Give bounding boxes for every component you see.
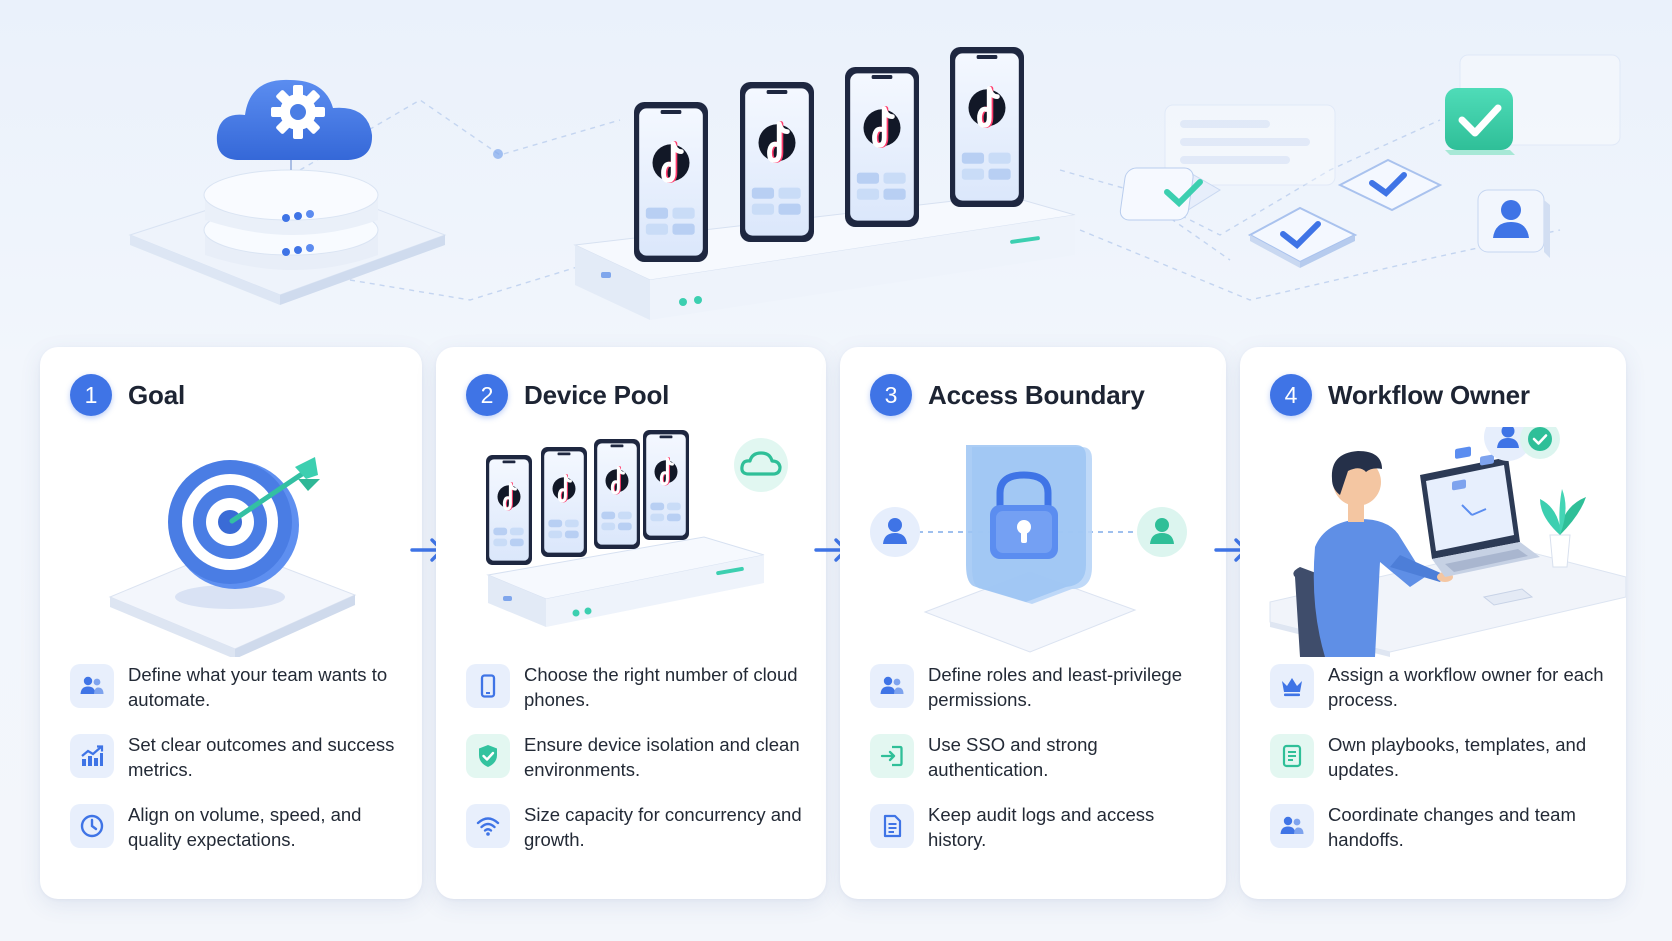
- hero-scene: [128, 47, 1621, 320]
- smartphone-icon: [466, 664, 510, 708]
- list-item-text: Assign a workflow owner for each process…: [1328, 664, 1604, 710]
- step-number-badge: 2: [466, 374, 508, 416]
- phone-icon: [643, 430, 689, 540]
- list-item-text: Define what your team wants to automate.: [128, 664, 388, 710]
- crown-icon: [1270, 664, 1314, 708]
- clock-icon: [70, 804, 114, 848]
- list-item: Define what your team wants to automate.: [70, 662, 406, 722]
- device-pool-illustration: [436, 427, 826, 657]
- goal-card-title: Goal: [128, 379, 185, 410]
- step-number-badge: 4: [1270, 374, 1312, 416]
- step-number-badge: 1: [70, 374, 112, 416]
- target-icon: [108, 457, 357, 657]
- cloud-badge-icon: [734, 438, 788, 492]
- list-item-text: Coordinate changes and team handoffs.: [1328, 804, 1576, 850]
- users-icon: [870, 664, 914, 708]
- list-item: Ensure device isolation and clean enviro…: [466, 732, 810, 792]
- workflow-owner-illustration: [1240, 427, 1626, 657]
- goal-illustration: [40, 427, 422, 657]
- list-item-text: Use SSO and strong authentication.: [928, 734, 1098, 780]
- phone-icon: [594, 439, 640, 549]
- shield-check-icon: [466, 734, 510, 778]
- device-pool-card-title: Device Pool: [524, 379, 670, 410]
- device-pool-card: 2 Device Pool: [436, 347, 826, 899]
- wifi-icon: [466, 804, 510, 848]
- list-item-text: Align on volume, speed, and quality expe…: [128, 804, 362, 850]
- access-boundary-card-header: 3 Access Boundary: [870, 373, 1145, 417]
- list-item: Keep audit logs and access history.: [870, 802, 1210, 862]
- list-item-text: Define roles and least-privilege permiss…: [928, 664, 1182, 710]
- user-avatar-icon: [1137, 507, 1187, 557]
- workflow-owner-card-header: 4 Workflow Owner: [1270, 373, 1530, 417]
- list-item-text: Size capacity for concurrency and growth…: [524, 804, 802, 850]
- approved-badge-icon: [1445, 88, 1515, 155]
- goal-card: 1 Goal: [40, 347, 422, 899]
- phone-icon: [950, 47, 1024, 207]
- checkmark-card-icon: [1119, 167, 1221, 221]
- device-pool-card-header: 2 Device Pool: [466, 373, 669, 417]
- hero-phones-group: [634, 47, 1024, 262]
- list-item-text: Ensure device isolation and clean enviro…: [524, 734, 800, 780]
- team-icon: [1270, 804, 1314, 848]
- list-item: Own playbooks, templates, and updates.: [1270, 732, 1610, 792]
- plant-icon: [1540, 489, 1586, 568]
- shield-lock-icon: [966, 445, 1092, 604]
- goal-card-header: 1 Goal: [70, 373, 185, 417]
- phone-icon: [541, 447, 587, 557]
- document-icon: [870, 804, 914, 848]
- access-boundary-illustration: [840, 427, 1226, 657]
- list-item-text: Own playbooks, templates, and updates.: [1328, 734, 1587, 780]
- phone-icon: [486, 455, 532, 565]
- list-item: Coordinate changes and team handoffs.: [1270, 802, 1610, 862]
- list-item: Choose the right number of cloud phones.: [466, 662, 810, 722]
- step-number-badge: 3: [870, 374, 912, 416]
- phone-icon: [634, 102, 708, 262]
- workflow-owner-card: 4 Workflow Owner: [1240, 347, 1626, 899]
- phone-rack-icon: [486, 536, 765, 627]
- list-item: Use SSO and strong authentication.: [870, 732, 1210, 792]
- list-item: Set clear outcomes and success metrics.: [70, 732, 406, 792]
- sign-in-icon: [870, 734, 914, 778]
- list-item-text: Choose the right number of cloud phones.: [524, 664, 798, 710]
- workflow-owner-card-title: Workflow Owner: [1328, 379, 1530, 410]
- card-phones-group: [486, 430, 689, 565]
- cloud-server-icon: [128, 79, 447, 305]
- phone-icon: [740, 82, 814, 242]
- user-avatar-icon: [870, 507, 920, 557]
- laptop-icon: [1420, 446, 1540, 577]
- user-verified-icon: [1484, 427, 1560, 461]
- checkmark-card-icon: [1247, 206, 1358, 268]
- access-boundary-card: 3 Access Boundary: [840, 347, 1226, 899]
- access-boundary-card-title: Access Boundary: [928, 379, 1145, 410]
- list-item: Align on volume, speed, and quality expe…: [70, 802, 406, 862]
- list-item: Size capacity for concurrency and growth…: [466, 802, 810, 862]
- list-item: Assign a workflow owner for each process…: [1270, 662, 1610, 722]
- checklist-icon: [1270, 734, 1314, 778]
- checkmark-card-icon: [1337, 158, 1443, 212]
- person-icon: [1313, 451, 1453, 657]
- user-card-icon: [1477, 189, 1550, 258]
- phone-icon: [845, 67, 919, 227]
- team-icon: [70, 664, 114, 708]
- growth-chart-icon: [70, 734, 114, 778]
- list-item: Define roles and least-privilege permiss…: [870, 662, 1210, 722]
- hero-illustration: [0, 0, 1672, 350]
- list-item-text: Keep audit logs and access history.: [928, 804, 1155, 850]
- list-item-text: Set clear outcomes and success metrics.: [128, 734, 395, 780]
